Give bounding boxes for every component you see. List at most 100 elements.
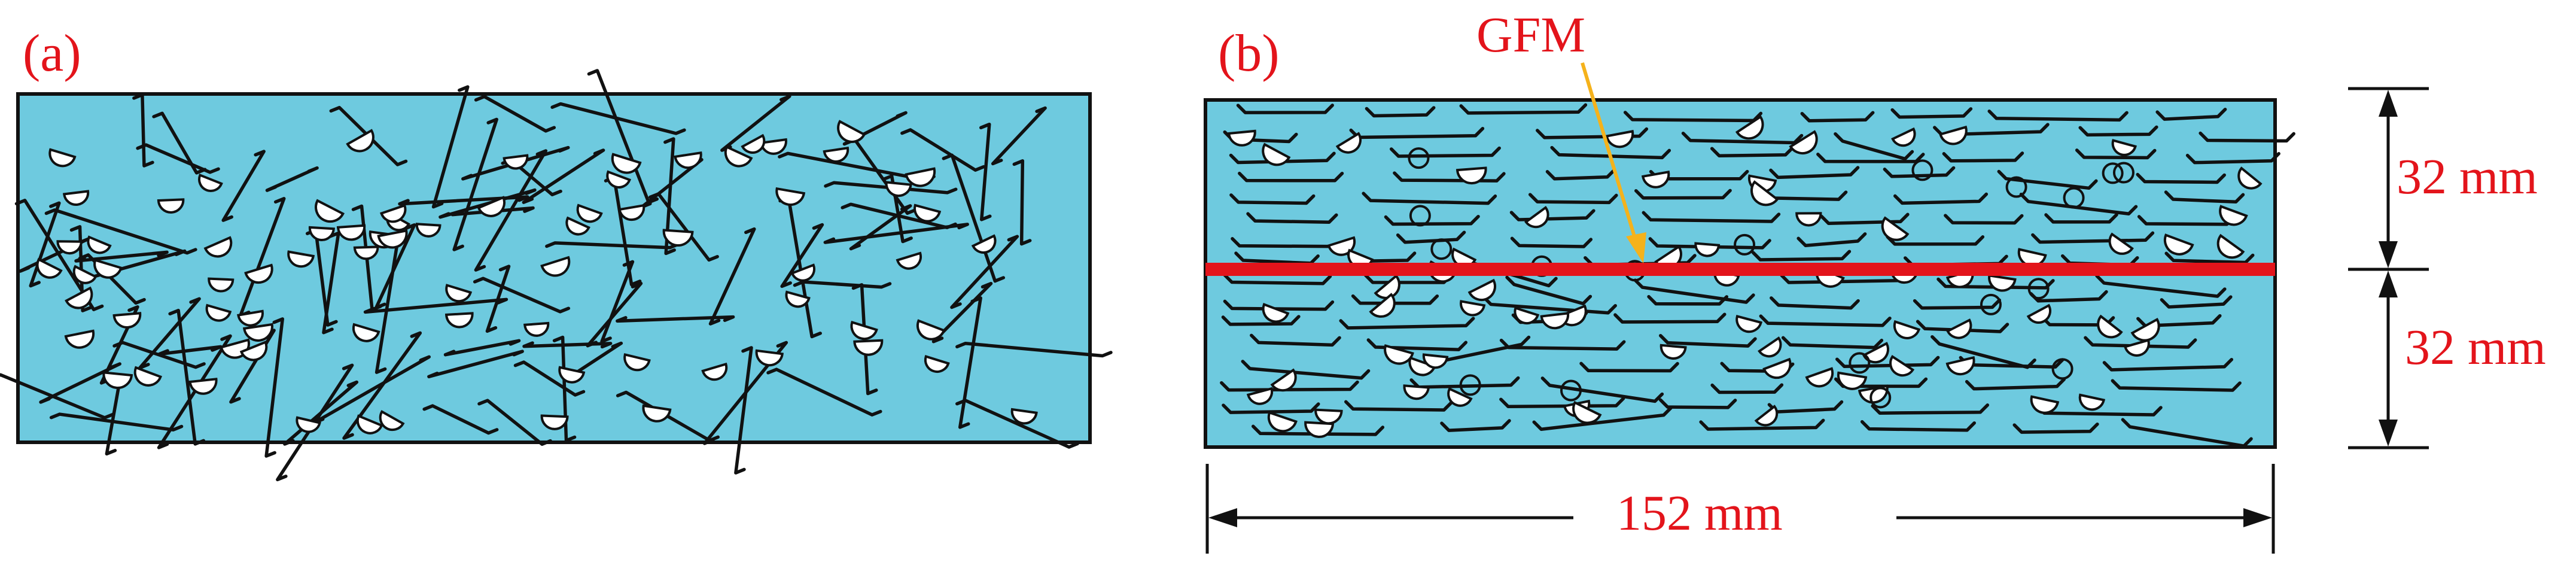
half-moon-aggregate-icon	[2078, 393, 2106, 411]
half-moon-aggregate-icon	[1384, 344, 1414, 365]
aligned-hooked-fiber	[2136, 314, 2222, 328]
half-moon-aggregate-icon	[914, 203, 942, 223]
half-moon-aggregate-icon	[1891, 127, 1916, 147]
aligned-hooked-fiber	[1250, 333, 1341, 347]
random-steel-fiber	[991, 106, 1047, 166]
aligned-hooked-fiber	[2044, 213, 2118, 224]
half-moon-aggregate-icon	[2097, 314, 2123, 339]
random-steel-fiber	[132, 93, 154, 168]
aligned-hooked-fiber	[1816, 153, 1925, 163]
half-moon-aggregate-icon	[1467, 278, 1496, 302]
aligned-hooked-fiber	[1796, 232, 1867, 248]
circle-pore-icon	[1409, 205, 1431, 227]
random-steel-fiber	[513, 360, 586, 397]
half-moon-aggregate-icon	[611, 153, 642, 174]
random-steel-fiber	[474, 149, 548, 272]
aligned-hooked-fiber	[2031, 231, 2155, 244]
aligned-hooked-fiber	[1545, 168, 1616, 181]
random-steel-fiber	[44, 208, 197, 255]
half-moon-aggregate-icon	[445, 284, 473, 303]
half-moon-aggregate-icon	[775, 187, 806, 206]
aligned-hooked-fiber	[1349, 126, 1485, 139]
half-moon-aggregate-icon	[1735, 315, 1763, 333]
circle-pore-icon	[2005, 176, 2027, 198]
aligned-hooked-fiber	[1236, 104, 1334, 114]
half-moon-aggregate-icon	[1447, 387, 1473, 407]
half-moon-aggregate-icon	[1514, 306, 1540, 325]
half-moon-aggregate-icon	[850, 320, 878, 341]
random-steel-fiber	[616, 315, 735, 323]
aligned-hooked-fiber	[1528, 193, 1618, 205]
half-moon-aggregate-icon	[1837, 371, 1868, 390]
half-moon-aggregate-icon	[2111, 139, 2137, 156]
random-steel-fiber	[427, 350, 524, 379]
half-moon-aggregate-icon	[87, 235, 112, 254]
random-steel-fiber	[522, 148, 605, 204]
aligned-hooked-fiber	[1835, 356, 1940, 368]
random-steel-fiber	[264, 317, 284, 458]
circle-pore-icon	[2112, 162, 2135, 184]
aligned-hooked-fiber	[1362, 192, 1497, 205]
random-steel-fiber	[473, 277, 571, 314]
half-moon-aggregate-icon	[477, 196, 506, 217]
circle-pore-icon	[2063, 187, 2085, 209]
half-moon-aggregate-icon	[1270, 368, 1297, 392]
aligned-hooked-fiber	[1699, 418, 1825, 431]
panel-b-label: (b)	[1218, 25, 1280, 83]
gfm-pointer-label: GFM	[1476, 7, 1585, 63]
half-moon-aggregate-icon	[1374, 274, 1400, 299]
aligned-hooked-fiber	[1633, 278, 1755, 304]
aligned-hooked-fiber	[2019, 192, 2138, 215]
aligned-hooked-fiber	[1658, 398, 1737, 409]
half-moon-aggregate-icon	[1750, 180, 1779, 206]
aligned-hooked-fiber	[1234, 251, 1320, 265]
aligned-hooked-fiber	[1505, 275, 1593, 306]
half-moon-aggregate-icon	[1881, 216, 1910, 241]
random-steel-fiber	[112, 341, 206, 369]
half-moon-aggregate-icon	[1369, 293, 1396, 318]
half-moon-aggregate-icon	[2130, 317, 2160, 342]
aligned-hooked-fiber	[1579, 361, 1679, 373]
half-moon-aggregate-icon	[853, 339, 884, 356]
aligned-hooked-fiber	[1933, 123, 2050, 136]
half-moon-aggregate-icon	[1314, 408, 1343, 425]
half-moon-aggregate-icon	[606, 170, 631, 189]
half-moon-aggregate-icon	[1758, 336, 1782, 358]
aligned-hooked-fiber	[1710, 146, 1795, 157]
random-steel-fiber	[29, 201, 61, 288]
half-moon-aggregate-icon	[203, 236, 233, 258]
aligned-hooked-fiber	[1770, 296, 1860, 310]
aligned-hooked-fiber	[1238, 171, 1344, 183]
aligned-hooked-fiber	[1393, 171, 1506, 183]
half-moon-aggregate-icon	[377, 229, 408, 249]
half-moon-aggregate-icon	[540, 414, 569, 430]
circle-pore-icon	[1459, 374, 1481, 396]
half-moon-aggregate-icon	[2163, 233, 2194, 256]
aligned-hooked-fiber	[1944, 214, 2024, 225]
aligned-hooked-fiber	[1769, 166, 1860, 180]
aligned-hooked-fiber	[2102, 357, 2234, 372]
random-steel-fiber	[157, 345, 223, 356]
half-moon-aggregate-icon	[1524, 206, 1549, 229]
half-moon-aggregate-icon	[56, 240, 83, 255]
random-steel-fiber	[443, 339, 521, 357]
aligned-hooked-fiber	[1384, 214, 1480, 226]
circle-pore-icon	[1980, 293, 2002, 315]
half-moon-aggregate-icon	[112, 312, 142, 329]
aligned-hooked-fiber	[1634, 189, 1732, 200]
aligned-hooked-fiber	[1389, 146, 1501, 158]
aligned-hooked-fiber	[1883, 166, 1956, 178]
half-moon-aggregate-icon	[790, 263, 816, 282]
half-moon-aggregate-icon	[823, 147, 849, 163]
aligned-hooked-fiber	[1893, 192, 1989, 205]
half-moon-aggregate-icon	[885, 181, 912, 198]
circle-pore-icon	[1911, 159, 1933, 181]
half-moon-aggregate-icon	[642, 404, 672, 423]
random-steel-fiber	[942, 153, 1006, 283]
half-moon-aggregate-icon	[1641, 170, 1670, 189]
random-steel-fiber	[152, 111, 207, 175]
circle-pore-icon	[2102, 162, 2124, 184]
random-steel-fiber	[900, 128, 986, 172]
random-steel-fiber	[552, 335, 577, 442]
